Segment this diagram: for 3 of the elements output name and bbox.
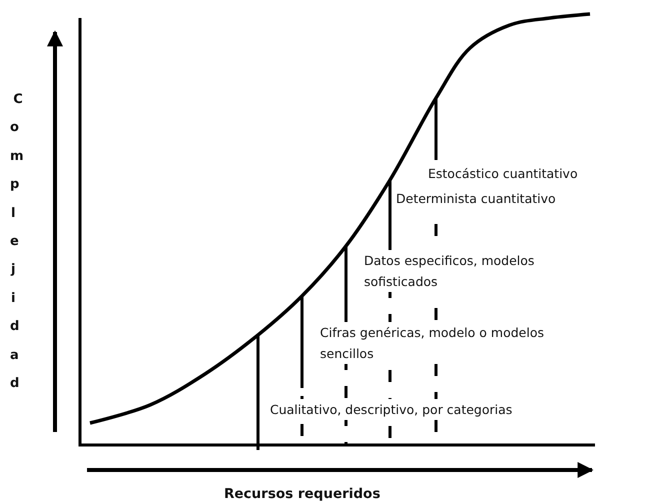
axis-title: Complejidad <box>10 91 23 394</box>
stage-label: Cualitativo, descriptivo, por categorias <box>268 399 514 420</box>
axis-title: Recursos requeridos <box>223 485 382 504</box>
